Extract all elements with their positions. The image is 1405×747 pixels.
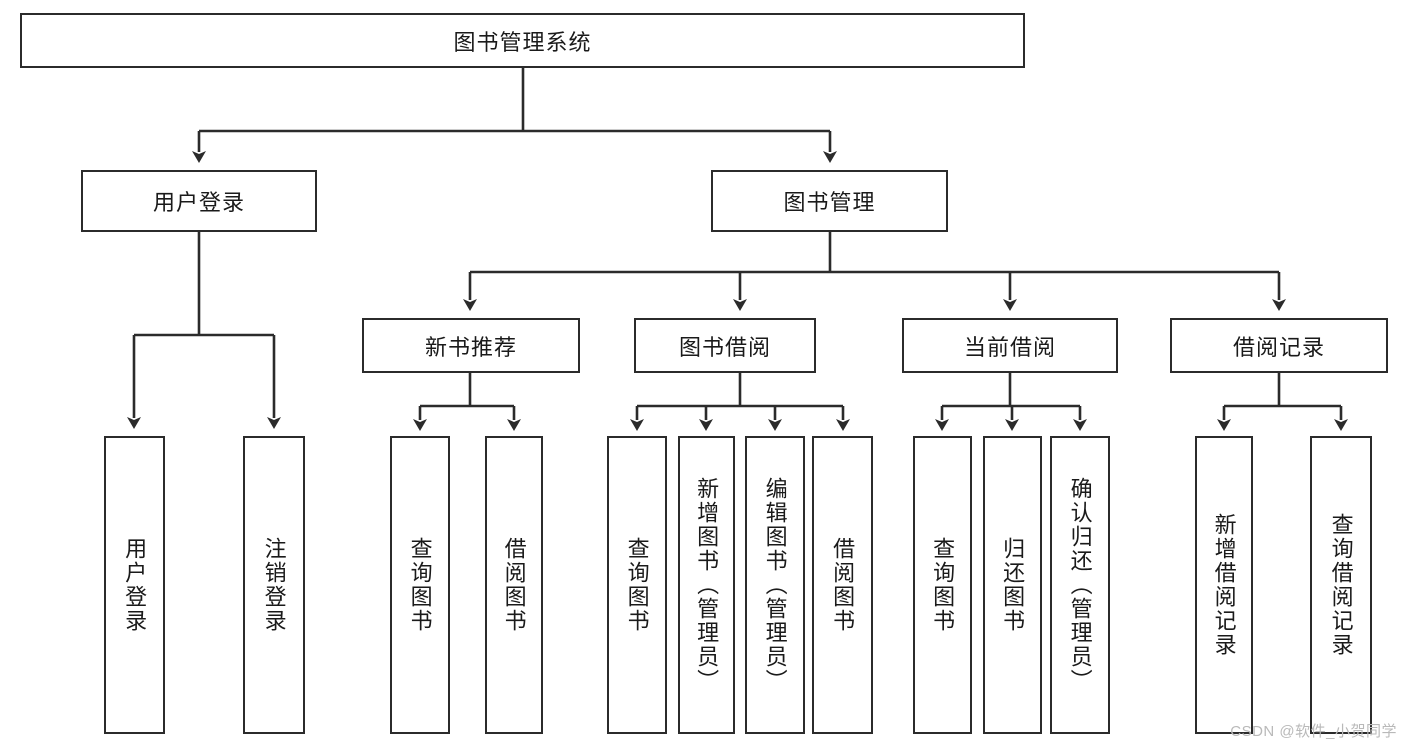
leaf-current-borrow-query[interactable]: 查询图书 (913, 436, 972, 734)
leaf-new-book-borrow[interactable]: 借阅图书 (485, 436, 543, 734)
node-new-book-recommend-label: 新书推荐 (424, 334, 517, 360)
leaf-book-borrow-query[interactable]: 查询图书 (607, 436, 667, 734)
leaf-borrow-record-add[interactable]: 新增借阅记录 (1195, 436, 1253, 734)
leaf-label: 借阅图书 (501, 537, 527, 633)
leaf-label: 用户登录 (122, 537, 148, 633)
leaf-label: 查询图书 (624, 537, 650, 633)
node-user-login[interactable]: 用户登录 (81, 170, 317, 232)
leaf-current-borrow-return[interactable]: 归还图书 (983, 436, 1042, 734)
leaf-user-login-login[interactable]: 用户登录 (104, 436, 165, 734)
leaf-label: 编辑图书（管理员） (762, 477, 788, 693)
node-book-manage-label: 图书管理 (783, 190, 876, 215)
node-root-label: 图书管理系统 (453, 29, 592, 55)
node-borrow-record-label: 借阅记录 (1232, 334, 1325, 360)
node-book-manage[interactable]: 图书管理 (711, 170, 948, 232)
node-current-borrow-label: 当前借阅 (963, 334, 1056, 360)
leaf-borrow-record-query[interactable]: 查询借阅记录 (1310, 436, 1372, 734)
leaf-label: 新增借阅记录 (1211, 513, 1237, 657)
leaf-new-book-query[interactable]: 查询图书 (390, 436, 450, 734)
node-user-login-label: 用户登录 (152, 190, 245, 215)
leaf-user-login-logout[interactable]: 注销登录 (243, 436, 305, 734)
node-book-borrow-label: 图书借阅 (678, 334, 771, 360)
leaf-book-borrow-edit[interactable]: 编辑图书（管理员） (745, 436, 805, 734)
leaf-label: 查询图书 (930, 537, 956, 633)
node-borrow-record[interactable]: 借阅记录 (1170, 318, 1388, 373)
leaf-label: 归还图书 (1000, 537, 1026, 633)
leaf-label: 新增图书（管理员） (694, 477, 720, 693)
leaf-book-borrow-add[interactable]: 新增图书（管理员） (678, 436, 735, 734)
node-new-book-recommend[interactable]: 新书推荐 (362, 318, 580, 373)
leaf-label: 注销登录 (261, 537, 287, 633)
leaf-current-borrow-confirm[interactable]: 确认归还（管理员） (1050, 436, 1110, 734)
leaf-label: 确认归还（管理员） (1067, 477, 1093, 693)
leaf-book-borrow-borrow[interactable]: 借阅图书 (812, 436, 873, 734)
node-book-borrow[interactable]: 图书借阅 (634, 318, 816, 373)
node-current-borrow[interactable]: 当前借阅 (902, 318, 1118, 373)
node-root[interactable]: 图书管理系统 (20, 13, 1025, 68)
leaf-label: 借阅图书 (830, 537, 856, 633)
leaf-label: 查询借阅记录 (1328, 513, 1354, 657)
watermark: CSDN @软件_小贺同学 (1230, 723, 1397, 740)
leaf-label: 查询图书 (407, 537, 433, 633)
